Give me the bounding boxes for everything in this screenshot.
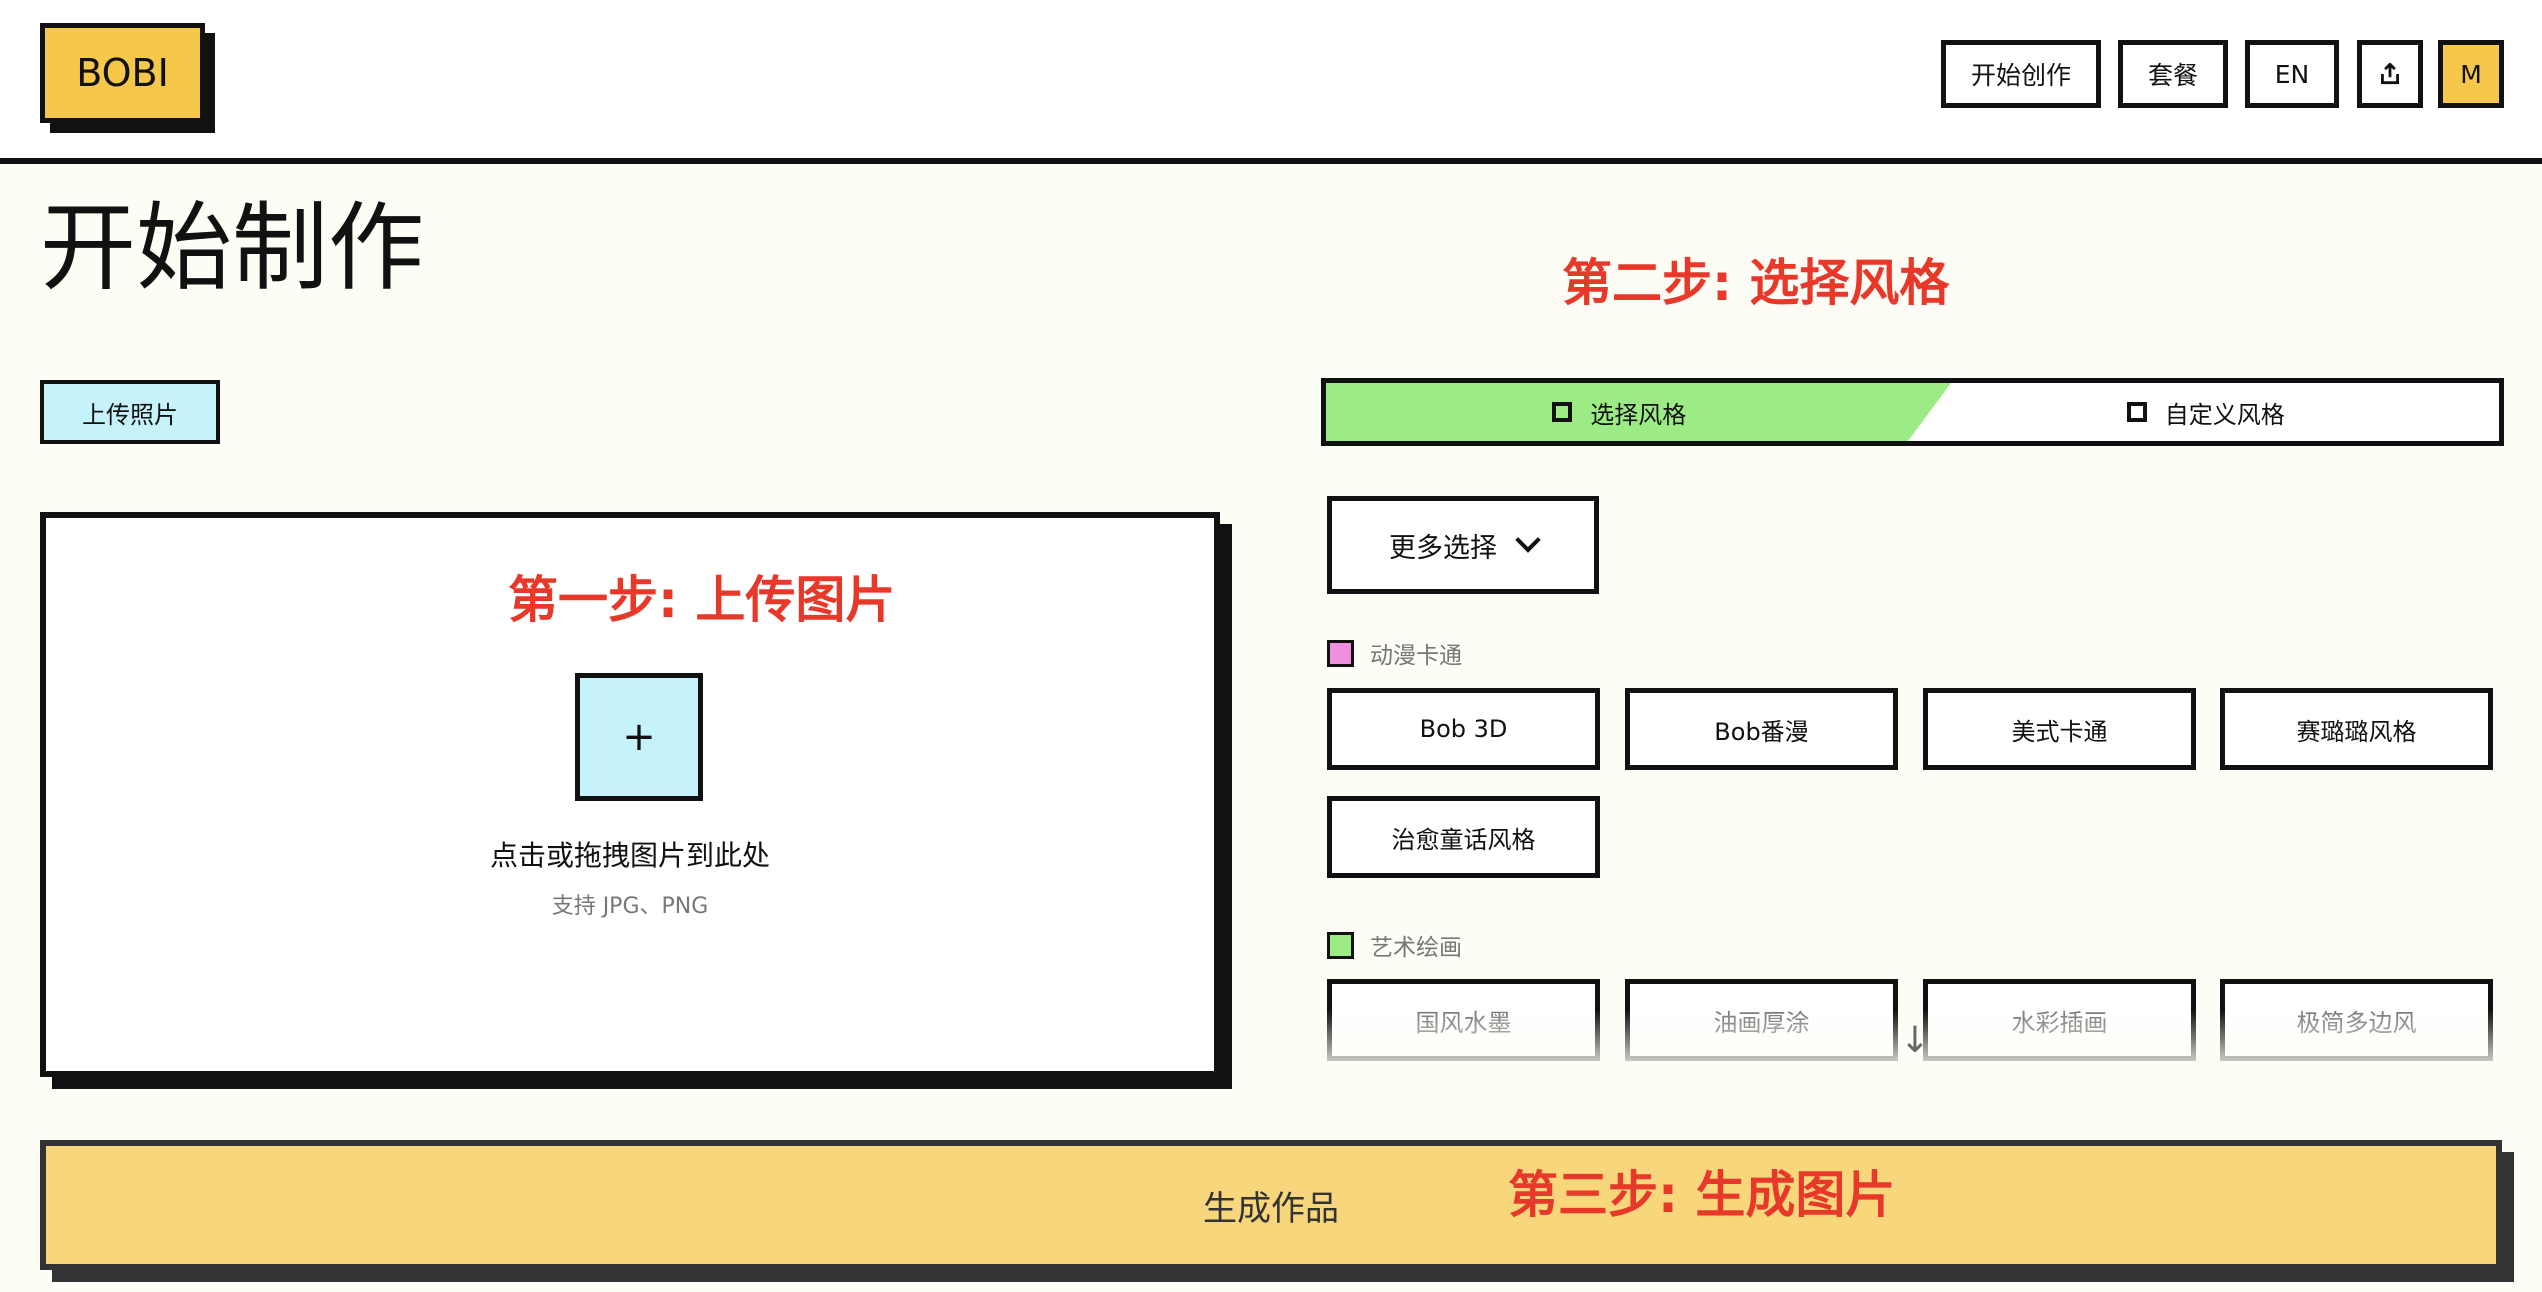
plus-icon: + bbox=[622, 714, 656, 760]
category-anime-label: 动漫卡通 bbox=[1327, 636, 1462, 670]
style-option-bob-fanman[interactable]: Bob番漫 bbox=[1625, 688, 1898, 770]
tab-select-style[interactable]: 选择风格 bbox=[1326, 383, 1913, 441]
chevron-down-icon bbox=[1515, 527, 1541, 553]
style-option-healing-fairytale[interactable]: 治愈童话风格 bbox=[1327, 796, 1600, 878]
style-option-ink-wash[interactable]: 国风水墨 bbox=[1327, 979, 1600, 1061]
tab-custom-style[interactable]: 自定义风格 bbox=[1913, 383, 2500, 441]
category-art-label: 艺术绘画 bbox=[1327, 928, 1462, 962]
active-tab-highlight bbox=[1326, 383, 1951, 441]
style-option-impasto-oil[interactable]: 油画厚涂 bbox=[1625, 979, 1898, 1061]
add-image-button[interactable]: + bbox=[575, 673, 703, 801]
style-option-low-poly[interactable]: 极简多边风 bbox=[2220, 979, 2493, 1061]
language-toggle-button[interactable]: EN bbox=[2245, 40, 2339, 108]
tab-label: 自定义风格 bbox=[2164, 400, 2285, 429]
category-name: 动漫卡通 bbox=[1370, 643, 1462, 669]
dropzone-hint: 点击或拖拽图片到此处 bbox=[489, 839, 770, 872]
page-title: 开始制作 bbox=[40, 192, 424, 304]
generate-button[interactable]: 生成作品 bbox=[40, 1140, 2502, 1270]
category-color-swatch bbox=[1327, 931, 1354, 959]
style-option-watercolor[interactable]: 水彩插画 bbox=[1923, 979, 2196, 1061]
arrow-down-icon[interactable]: ↓ bbox=[1899, 1019, 1931, 1061]
square-icon bbox=[1552, 402, 1573, 422]
annotation-step2: 第二步: 选择风格 bbox=[1562, 254, 1950, 312]
style-option-bob-3d[interactable]: Bob 3D bbox=[1327, 688, 1600, 770]
square-icon bbox=[2126, 402, 2147, 422]
annotation-step3: 第三步: 生成图片 bbox=[1508, 1166, 1896, 1224]
annotation-step1: 第一步: 上传图片 bbox=[508, 571, 896, 629]
header-bar: BOBI 开始创作 套餐 EN M bbox=[0, 0, 2542, 158]
more-options-dropdown[interactable]: 更多选择 bbox=[1327, 496, 1599, 594]
more-options-label: 更多选择 bbox=[1389, 532, 1497, 564]
upload-photo-tab[interactable]: 上传照片 bbox=[40, 380, 220, 444]
style-option-celluloid[interactable]: 赛璐璐风格 bbox=[2220, 688, 2493, 770]
share-button[interactable] bbox=[2357, 40, 2423, 108]
user-avatar-button[interactable]: M bbox=[2438, 40, 2504, 108]
share-icon bbox=[2381, 62, 2399, 85]
style-option-american-cartoon[interactable]: 美式卡通 bbox=[1923, 688, 2196, 770]
image-dropzone[interactable]: + 点击或拖拽图片到此处 支持 JPG、PNG bbox=[40, 512, 1220, 1077]
category-color-swatch bbox=[1327, 639, 1354, 667]
app-logo[interactable]: BOBI bbox=[40, 23, 205, 123]
plans-button[interactable]: 套餐 bbox=[2118, 40, 2228, 108]
category-name: 艺术绘画 bbox=[1370, 935, 1462, 961]
header-divider bbox=[0, 158, 2542, 164]
supported-formats: 支持 JPG、PNG bbox=[551, 894, 709, 919]
tab-label: 选择风格 bbox=[1590, 400, 1687, 429]
start-creating-button[interactable]: 开始创作 bbox=[1941, 40, 2101, 108]
style-mode-tabs: 选择风格 自定义风格 bbox=[1321, 378, 2504, 446]
